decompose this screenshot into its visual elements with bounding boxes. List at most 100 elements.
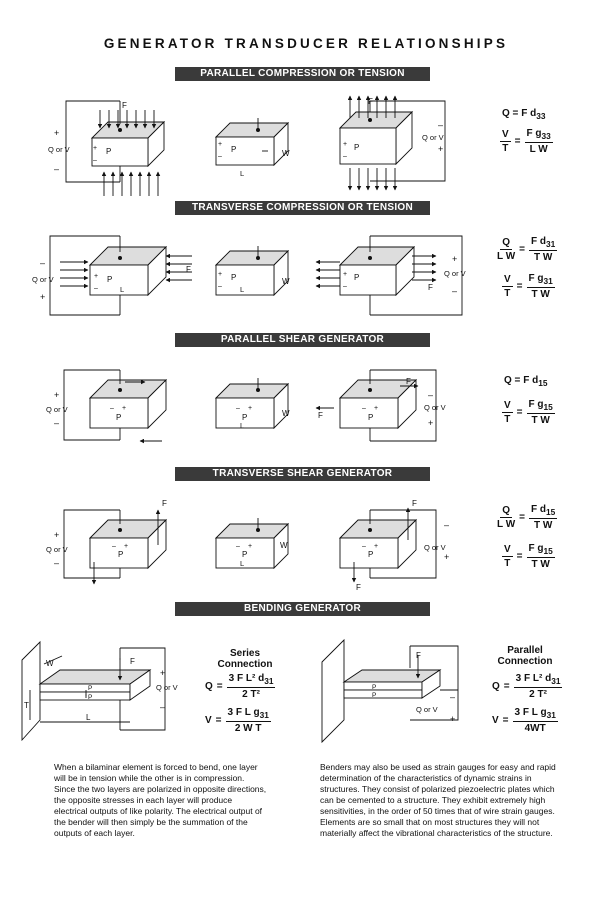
banner-parallel-compression: PARALLEL COMPRESSION OR TENSION GENERATO… xyxy=(175,67,430,93)
dimension-label: W xyxy=(282,149,290,158)
polarization-label: P xyxy=(242,550,247,559)
pc1-element-front xyxy=(91,137,149,167)
polarity-minus: – xyxy=(94,285,98,292)
polarity-minus: – xyxy=(110,405,114,412)
polarization-label: P xyxy=(372,684,376,691)
parallel-bender-side xyxy=(421,669,441,699)
polarization-label: P xyxy=(354,143,359,152)
force-label: F xyxy=(406,377,411,386)
terminal-minus: – xyxy=(444,520,449,530)
dimension-label: L xyxy=(240,285,244,294)
force-label: F xyxy=(318,411,323,420)
output-label: Q or V xyxy=(422,133,444,142)
force-label: F xyxy=(186,265,191,274)
parallel-bender-layer-top xyxy=(343,681,423,691)
polarity-plus: + xyxy=(124,543,128,550)
electrode-terminal xyxy=(368,388,372,392)
ts2-element-front xyxy=(215,537,275,569)
force-label: F xyxy=(162,499,167,508)
polarization-label: P xyxy=(242,413,247,422)
series-connection-heading: Series Connection xyxy=(217,648,273,670)
polarity-minus: – xyxy=(112,543,116,550)
polarity-minus: – xyxy=(218,283,222,290)
parallel-mount-wall xyxy=(321,638,345,744)
force-label: F xyxy=(122,101,127,110)
polarity-minus: – xyxy=(343,283,347,290)
pc3-circuit xyxy=(370,100,446,182)
dimension-label: L xyxy=(120,285,124,294)
terminal-minus: – xyxy=(438,120,443,130)
polarization-label: P xyxy=(368,550,373,559)
polarity-minus: – xyxy=(236,405,240,412)
dimension-label: T xyxy=(24,701,29,710)
electrode-terminal xyxy=(368,118,372,122)
polarization-label: P xyxy=(106,147,111,156)
dimension-label: L xyxy=(240,169,244,178)
ts3-circuit xyxy=(370,509,437,579)
electrode-terminal xyxy=(118,388,122,392)
polarity-plus: + xyxy=(248,543,252,550)
terminal-minus: – xyxy=(54,418,59,428)
ps3-element-front xyxy=(339,397,399,429)
electrode-terminal xyxy=(118,128,122,132)
ps1-element-front xyxy=(89,397,149,429)
force-label: F xyxy=(412,499,417,508)
output-label: Q or V xyxy=(416,705,438,714)
force-label: F xyxy=(130,657,135,666)
paragraph-strain-gauges: Benders may also be used as strain gauge… xyxy=(320,762,556,838)
terminal-minus: – xyxy=(54,558,59,568)
terminal-plus: + xyxy=(450,714,455,724)
electrode-terminal xyxy=(118,256,122,260)
polarization-label: P xyxy=(354,273,359,282)
tc2-element-front xyxy=(215,264,275,296)
pc3-element-front xyxy=(339,127,397,165)
terminal-plus: + xyxy=(438,144,443,154)
force-label: F xyxy=(356,583,361,592)
pc1-circuit xyxy=(65,100,120,183)
banner-transverse-shear: TRANSVERSE SHEAR GENERATOR xyxy=(175,467,430,481)
polarization-label: P xyxy=(107,275,112,284)
polarity-plus: + xyxy=(93,145,97,152)
polarity-minus: – xyxy=(93,157,97,164)
output-label: Q or V xyxy=(444,269,466,278)
terminal-minus: – xyxy=(160,702,165,712)
output-label: Q or V xyxy=(156,683,178,692)
polarization-label: P xyxy=(368,413,373,422)
series-bender-layer-top xyxy=(39,683,131,693)
page-title: GENERATOR TRANSDUCER RELATIONSHIPS xyxy=(103,36,509,51)
polarity-minus: – xyxy=(343,153,347,160)
banner-transverse-compression: TRANSVERSE COMPRESSION OR TENSION GENERA… xyxy=(175,201,430,227)
output-label: Q or V xyxy=(424,403,446,412)
dimension-label: W xyxy=(280,541,288,550)
polarity-minus: – xyxy=(362,405,366,412)
terminal-plus: + xyxy=(40,292,45,302)
dimension-label: L xyxy=(240,559,244,568)
output-label: Q or V xyxy=(424,543,446,552)
polarity-plus: + xyxy=(218,141,222,148)
ps3-circuit xyxy=(370,369,437,442)
polarization-label: P xyxy=(88,685,92,692)
terminal-minus: – xyxy=(54,164,59,174)
dimension-label: L xyxy=(86,713,91,722)
polarity-plus: + xyxy=(122,405,126,412)
ps1-circuit xyxy=(63,369,120,441)
dimension-label: W xyxy=(282,277,290,286)
terminal-plus: + xyxy=(54,128,59,138)
output-label: Q or V xyxy=(46,545,68,554)
polarization-label: P xyxy=(231,145,236,154)
terminal-minus: – xyxy=(452,286,457,296)
dimension-label: W xyxy=(46,659,54,668)
dimension-label: L xyxy=(240,421,244,430)
polarization-label: P xyxy=(231,273,236,282)
parallel-bender-layer-bottom xyxy=(343,689,423,699)
force-label: F xyxy=(416,651,421,660)
